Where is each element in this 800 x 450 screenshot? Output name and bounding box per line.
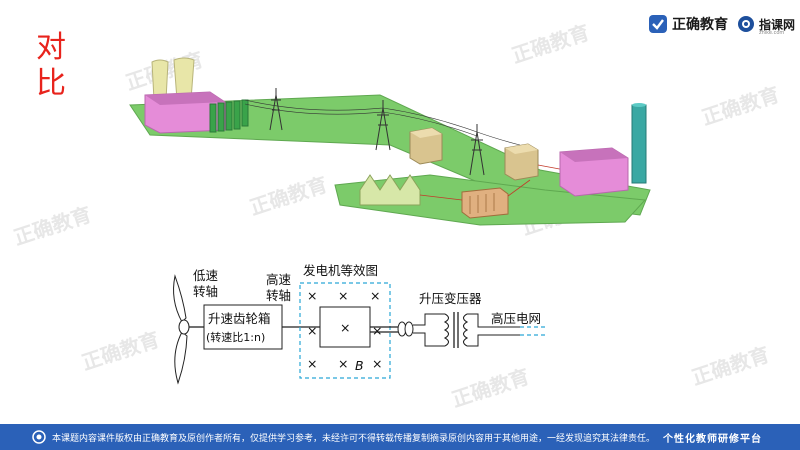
grid-line [467, 334, 520, 347]
transformer-label: 升压变压器 [419, 291, 482, 306]
field-cross: × [338, 356, 349, 371]
brand-logo-zhike: 指课网 zhike.com [737, 12, 795, 36]
check-logo-icon [649, 15, 667, 33]
factory-building [359, 174, 421, 206]
slip-ring [404, 321, 414, 337]
consumer-building [559, 147, 629, 197]
field-cross: × [307, 356, 318, 371]
grid-line [467, 313, 520, 328]
gearbox-box [203, 304, 283, 350]
generator-label: 发电机等效图 [303, 263, 379, 278]
chimney [631, 103, 647, 184]
zhike-logo-icon [738, 16, 754, 32]
ground-strip-main [129, 94, 651, 216]
substation-box [409, 127, 443, 165]
copyright-notice: 本课题内容课件版权由正确教育及原创作者所有，仅提供学习参考，未经许可不得转载传播… [52, 433, 656, 444]
turbine-blade [173, 274, 187, 323]
plant-building-roof [145, 92, 225, 105]
field-cross: × [307, 323, 318, 338]
transformer-secondary-coil [462, 313, 469, 347]
gearbox-ratio-label: (转速比1:n) [206, 331, 266, 344]
generator-dashed-box [299, 282, 391, 379]
brand-logo2-subtext: zhike.com [759, 30, 785, 36]
transformer-input-line [413, 313, 445, 347]
field-cross: × [372, 356, 383, 371]
gearbox-label: 升速齿轮箱 [208, 311, 271, 326]
power-line [244, 103, 478, 137]
slide-title: 对比 [36, 30, 66, 101]
footer-bar: 本课题内容课件版权由正确教育及原创作者所有，仅提供学习参考，未经许可不得转载传播… [0, 424, 800, 450]
low-speed-shaft-label: 低速转轴 [193, 268, 219, 299]
grid-label: 高压电网 [491, 311, 542, 326]
field-cross: × [338, 288, 349, 303]
field-cross: × [307, 288, 318, 303]
brand-logo-zhengque: 正确教育 [648, 12, 728, 36]
footer-slogan: 个性化教师研修平台 [663, 433, 763, 445]
turbine-blade [174, 331, 188, 385]
field-cross: × [340, 320, 351, 335]
field-cross: × [370, 288, 381, 303]
power-line [244, 99, 521, 146]
footer-logo-icon [32, 430, 46, 444]
orange-transformer [461, 187, 509, 219]
field-b-label: B [355, 358, 364, 373]
brand-logo1-text: 正确教育 [672, 17, 728, 33]
field-cross: × [372, 323, 383, 338]
turbine-hub [178, 319, 190, 335]
substation-box [504, 143, 539, 181]
high-speed-shaft-label: 高速转轴 [266, 272, 292, 303]
transformer-primary-coil [443, 313, 450, 347]
brand-logo2-text: 指课网 [759, 17, 796, 32]
generator-coil [319, 306, 371, 348]
